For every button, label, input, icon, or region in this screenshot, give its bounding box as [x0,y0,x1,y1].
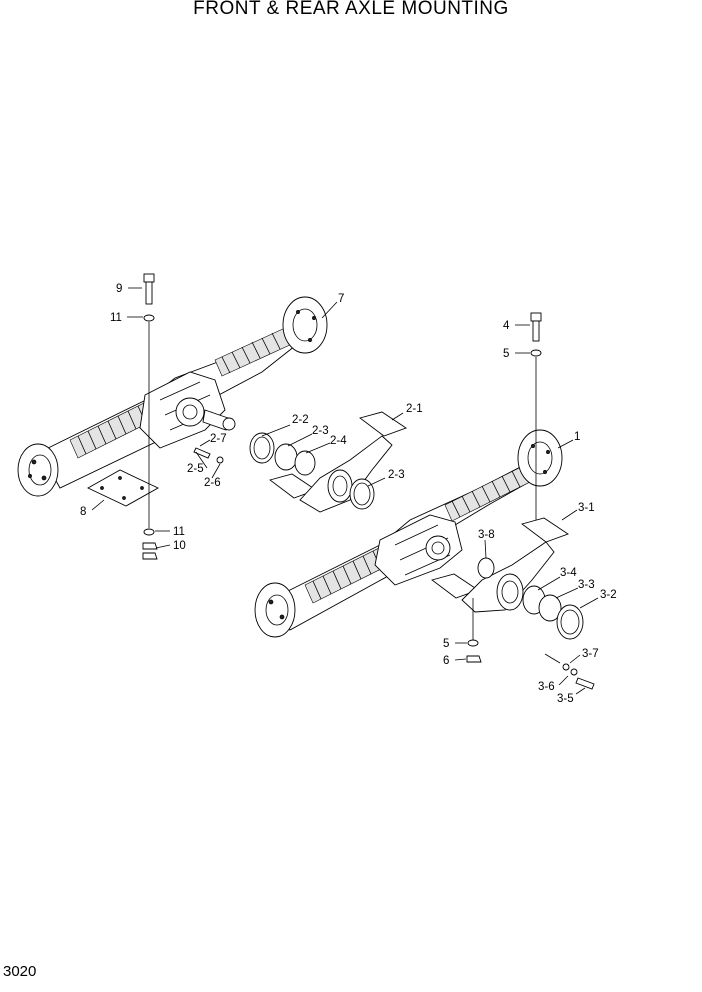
label-11-top: 11 [110,312,122,324]
label-3-7: 3-7 [582,648,599,660]
label-7: 7 [338,293,344,305]
rear-bracket-assembly [430,517,595,690]
label-3-4: 3-4 [560,567,577,579]
label-3-2: 3-2 [600,589,617,601]
page-title: FRONT & REAR AXLE MOUNTING [193,0,509,19]
label-2-3-lower: 2-3 [388,469,405,481]
label-3-8: 3-8 [478,529,495,541]
label-1: 1 [574,431,580,443]
label-5-bottom: 5 [443,638,449,650]
page-number: 3020 [3,963,37,980]
label-2-3-upper: 2-3 [312,425,329,437]
rear-bolt-stack [466,312,542,663]
label-2-4: 2-4 [330,435,347,447]
label-2-6: 2-6 [204,477,221,489]
label-5-top: 5 [503,348,509,360]
label-3-6: 3-6 [538,681,555,693]
label-2-1: 2-1 [406,403,423,415]
label-6: 6 [443,655,449,667]
callout-labels: 9 11 7 2-2 2-3 2-4 2-7 2-5 2-6 2-1 2-3 8… [80,283,617,705]
label-3-5: 3-5 [557,693,574,705]
label-2-2: 2-2 [292,414,309,426]
leader-lines [91,287,599,695]
label-3-1: 3-1 [578,502,595,514]
front-bolt-stack [142,273,158,560]
label-2-7: 2-7 [210,433,227,445]
rear-axle [254,429,563,638]
label-11-bottom: 11 [173,526,185,538]
label-2-5: 2-5 [187,463,204,475]
label-8: 8 [80,506,86,518]
front-mounting-plate [87,469,159,507]
label-10: 10 [173,540,186,552]
label-9: 9 [116,283,122,295]
front-bracket-assembly [193,411,407,513]
front-axle [17,296,328,497]
label-3-3: 3-3 [578,579,595,591]
label-4: 4 [503,320,510,332]
